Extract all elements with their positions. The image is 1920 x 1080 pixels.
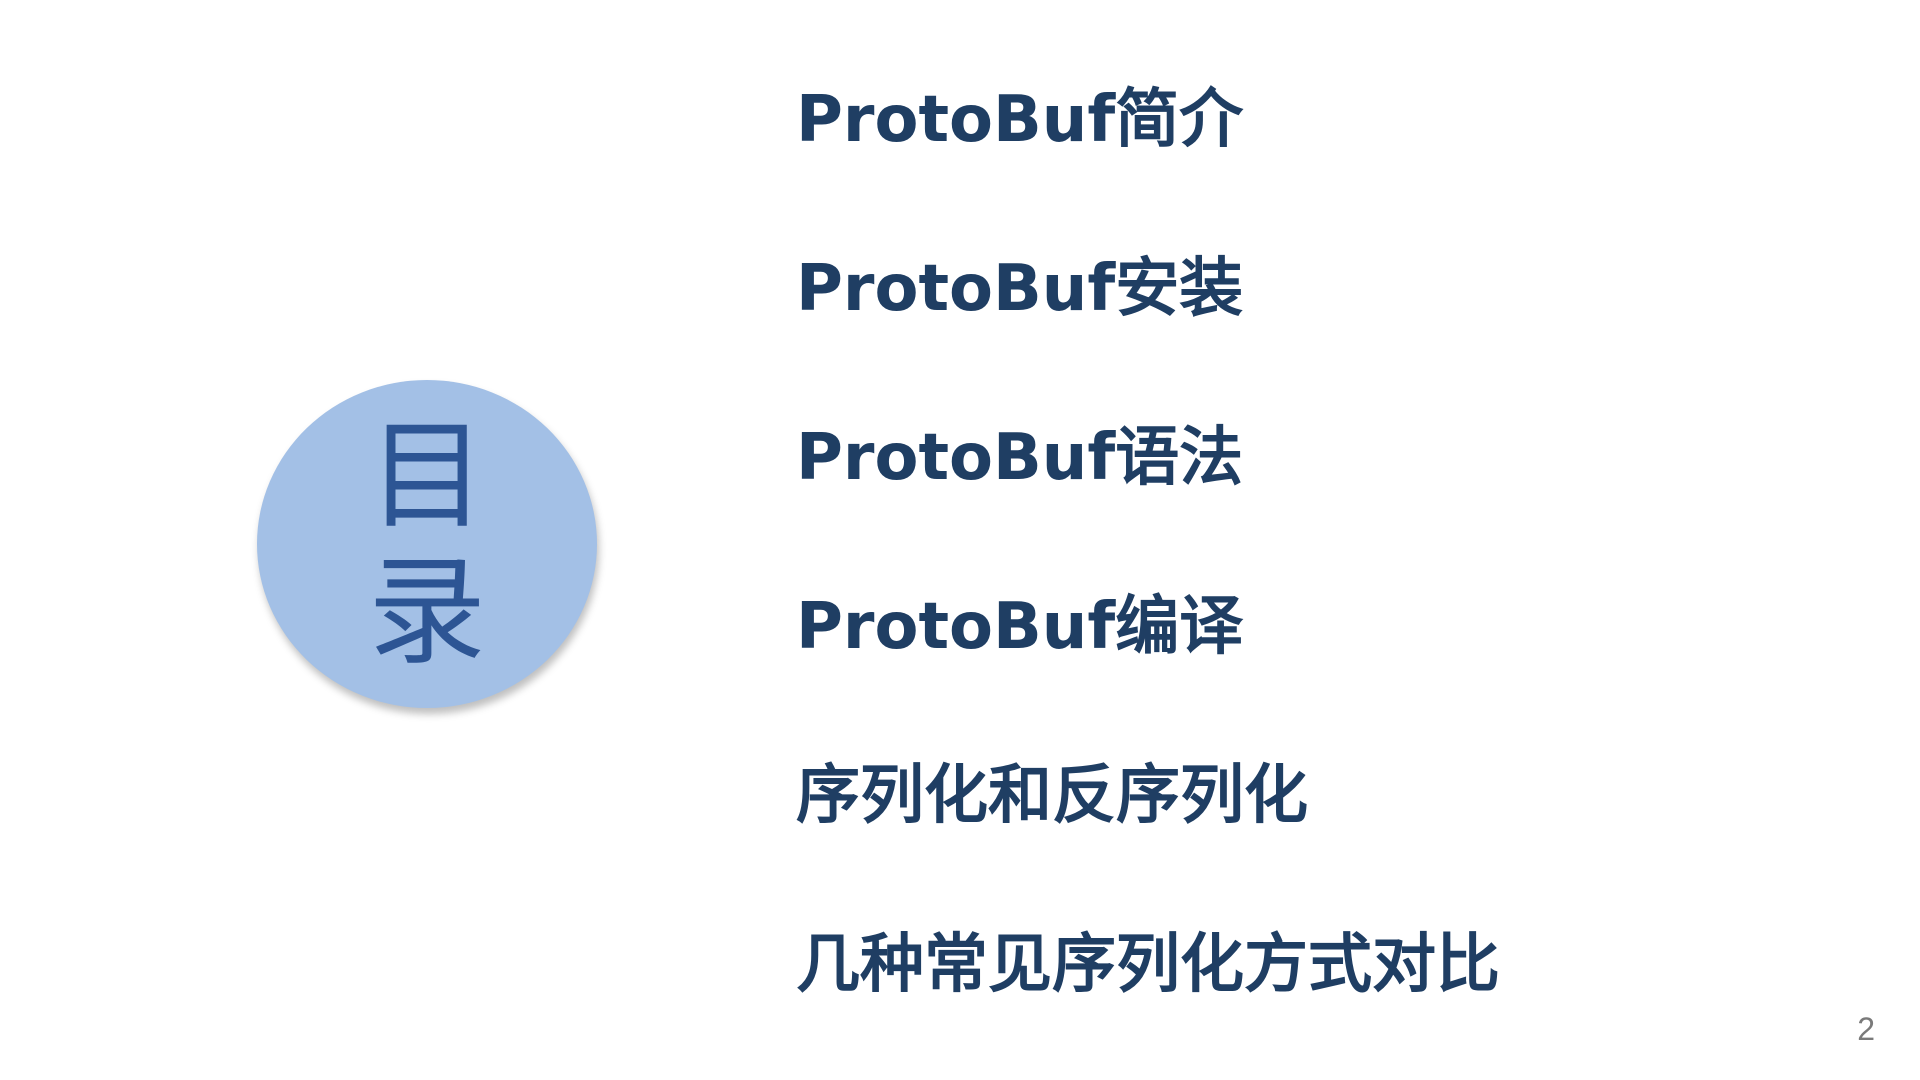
toc-list: ProtoBuf简介 ProtoBuf安装 ProtoBuf语法 ProtoBu… xyxy=(796,70,1500,1080)
toc-title-circle: 目 录 xyxy=(257,380,597,708)
toc-item-serialization: 序列化和反序列化 xyxy=(796,746,1500,915)
toc-item-label: ProtoBuf安装 xyxy=(796,252,1244,326)
toc-title-char-2: 录 xyxy=(367,543,486,681)
toc-item-label: 序列化和反序列化 xyxy=(796,759,1308,833)
toc-item-serialization-comparison: 几种常见序列化方式对比 xyxy=(796,915,1500,1080)
toc-item-protobuf-intro: ProtoBuf简介 xyxy=(796,70,1500,239)
toc-item-protobuf-install: ProtoBuf安装 xyxy=(796,239,1500,408)
page-number: 2 xyxy=(1857,1011,1875,1047)
toc-item-label: ProtoBuf语法 xyxy=(796,421,1244,495)
toc-item-protobuf-syntax: ProtoBuf语法 xyxy=(796,408,1500,577)
toc-item-protobuf-compile: ProtoBuf编译 xyxy=(796,577,1500,746)
toc-title-char-1: 目 xyxy=(367,407,486,545)
toc-item-label: 几种常见序列化方式对比 xyxy=(796,928,1500,1002)
toc-item-label: ProtoBuf编译 xyxy=(796,590,1244,664)
toc-item-label: ProtoBuf简介 xyxy=(796,83,1244,157)
